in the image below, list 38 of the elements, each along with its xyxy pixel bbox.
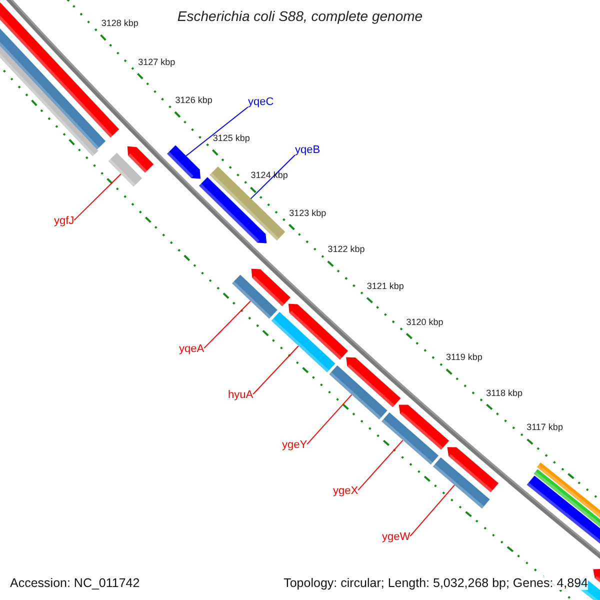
tick-label: 3119 kbp	[446, 352, 482, 364]
tick-label: 3127 kbp	[138, 56, 176, 68]
leader-line	[74, 174, 122, 221]
gene-feature	[432, 457, 490, 509]
tick-label: 3120 kbp	[406, 316, 444, 328]
tick-label: 3123 kbp	[289, 208, 326, 219]
gene-label: yqeC	[248, 96, 274, 109]
leader-line	[186, 106, 248, 156]
gene-feature	[232, 274, 278, 319]
leader-line	[252, 346, 299, 395]
accession-text: Accession: NC_011742	[10, 576, 140, 590]
gene-feature	[382, 412, 439, 465]
gene-feature	[329, 365, 388, 420]
gene-feature	[271, 312, 336, 372]
leader-line	[306, 394, 352, 445]
leader-line	[250, 154, 296, 200]
leader-line	[358, 440, 404, 491]
gene-label: ygeX	[333, 485, 358, 498]
gene-feature	[167, 145, 200, 179]
tick-label: 3128 kbp	[101, 18, 138, 29]
tick-label: 3121 kbp	[366, 280, 404, 292]
leader-line	[410, 484, 455, 537]
tick-label: 3118 kbp	[486, 388, 522, 399]
tick-label: 3122 kbp	[328, 244, 365, 256]
tick-label: 3125 kbp	[212, 132, 250, 144]
gene-label: ygeW	[382, 531, 410, 544]
gene-label: yqeA	[179, 343, 204, 356]
leader-line	[204, 300, 251, 349]
tick-label: 3117 kbp	[526, 422, 563, 434]
gene-label: yqeB	[295, 144, 320, 157]
tick-label: 3124 kbp	[250, 170, 288, 182]
gene-feature	[210, 166, 286, 241]
gene-label: ygfJ	[54, 215, 74, 228]
gene-label: ygeY	[282, 439, 308, 452]
tick-label: 3126 kbp	[175, 94, 212, 106]
map-title: Escherichia coli S88, complete genome	[177, 8, 423, 24]
gene-label: hyuA	[228, 389, 254, 402]
gene-feature	[108, 152, 142, 187]
